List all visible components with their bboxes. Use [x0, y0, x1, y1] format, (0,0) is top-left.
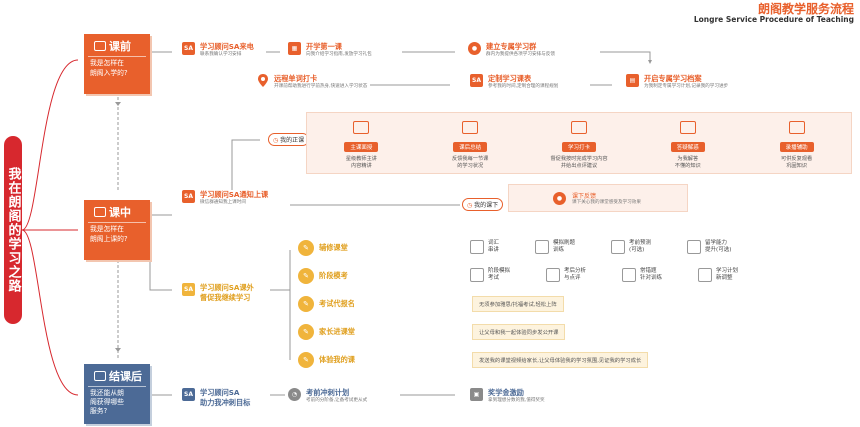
chat-icon [94, 371, 106, 381]
stage-after-class: 结课后 我还能从朗阁获得哪些服务? [84, 364, 150, 424]
step-icon [611, 240, 626, 254]
chat-icon [94, 41, 106, 51]
learning-path-label: 我在朗阁的学习之路 [4, 136, 22, 324]
screen-icon [353, 121, 370, 134]
stage-during-class: 课中 我是怎样在朗阁上课的? [84, 200, 150, 260]
register-icon: ✎ [298, 296, 314, 312]
experience-class-note: 发送我的课堂视频给家长,让父母体验我的学习氛围,见证我的学习成长 [472, 352, 649, 368]
book-icon [679, 121, 696, 134]
service-lecture: 主课面授星级教师主讲内容精讲 [326, 121, 396, 171]
activity-exam-registration: ✎考试代报名 [298, 296, 355, 312]
step-vocab-checkin: 远程单词打卡开课前帮助我进行学前热身,快速进入学习状态 [256, 74, 367, 90]
user-icon: ● [553, 191, 566, 205]
tutoring-steps: 词汇串讲 模拟刷题训练 考前预测(可选) 留学能力提升(可选) [470, 240, 731, 255]
wechat-icon: ● [468, 42, 481, 55]
speedometer-icon: ◔ [288, 388, 301, 401]
service-summary: 课后总结反馈我每一节课的学习状况 [435, 121, 505, 171]
exam-icon: ✎ [298, 268, 314, 284]
main-class-services: 主课面授星级教师主讲内容精讲 课后总结反馈我每一节课的学习状况 学习打卡督促我按… [306, 112, 852, 174]
pin-icon [256, 74, 269, 87]
step-icon [470, 268, 484, 282]
step-icon [535, 240, 550, 254]
step-scholarship: ▣ 奖学金激励拿到理想分数的我,值得奖奖 [470, 388, 545, 404]
page-title: 朗阁教学服务流程 [757, 2, 854, 16]
step-icon [698, 268, 713, 282]
mock-exam-steps: 阶段模拟考试 考后分析与点评 常错题针对训练 学习计划新调整 [470, 268, 738, 283]
service-qa: 答疑解惑为我解答不懂的知识 [653, 121, 723, 171]
registration-note: 无须参加雅思/托福考试,轻松上阵 [472, 296, 564, 312]
tutoring-icon: ✎ [298, 240, 314, 256]
clock-icon: ◷ [273, 137, 279, 144]
after-class-feedback: ● 课下反馈课下关心我的课堂感受及学习效果 [508, 184, 688, 212]
step-icon [470, 240, 484, 254]
service-recording: 录播辅助可供反复观看巩固知识 [762, 121, 832, 171]
activity-mock-exam: ✎阶段模考 [298, 268, 348, 284]
pen-icon [570, 121, 587, 134]
step-icon [687, 240, 702, 254]
stage-before-class: 课前 我是怎样在朗阁入学的? [84, 34, 150, 94]
step-sa-outside: SA 学习顾问SA课外督促我继续学习 [182, 283, 254, 303]
service-checkin: 学习打卡督促我按时完成学习内容并给出点评建议 [544, 121, 614, 171]
parent-icon: ✎ [298, 324, 314, 340]
pill-after-class: ◷ 我的课下 [462, 198, 504, 211]
step-icon [546, 268, 561, 282]
experience-icon: ✎ [298, 352, 314, 368]
archive-icon: ▤ [626, 74, 639, 87]
activity-parent-class: ✎家长进课堂 [298, 324, 355, 340]
activity-tutoring: ✎辅修课堂 [298, 240, 348, 256]
step-sa-notice: SA 学习顾问SA通知上课微信群通知我上课时间 [182, 190, 268, 206]
step-sa-call: SA 学习顾问SA来电联系我确认学习安排 [182, 42, 254, 58]
step-study-archive: ▤ 开启专属学习档案为我制定专属学习计划,记录我的学习进步 [626, 74, 728, 90]
clock-icon: ◷ [467, 202, 473, 209]
activity-experience-class: ✎体验我的课 [298, 352, 355, 368]
play-icon [788, 121, 805, 134]
pill-main-class: ◷ 我的正课 [268, 133, 310, 146]
chat-icon [94, 207, 106, 217]
parent-class-note: 让父母和我一起体验同步发公开课 [472, 324, 566, 340]
lock-icon: ▣ [470, 388, 483, 401]
step-study-group: ● 建立专属学习群群内为我提供各项学习安排与反馈 [468, 42, 555, 58]
step-icon [622, 268, 637, 282]
step-first-lesson: ▦ 开学第一课向我介绍学习指南,发放学习礼包 [288, 42, 372, 58]
class-icon: ▦ [288, 42, 301, 55]
page-subtitle: Longre Service Procedure of Teaching [693, 15, 854, 24]
summary-icon [462, 121, 479, 134]
step-sprint-plan: ◔ 考前冲刺计划考前的分阶备,让备考试更从式 [288, 388, 367, 404]
step-custom-schedule: SA 定制学习课表参考我的时间,定制合理的课程规划 [470, 74, 558, 90]
